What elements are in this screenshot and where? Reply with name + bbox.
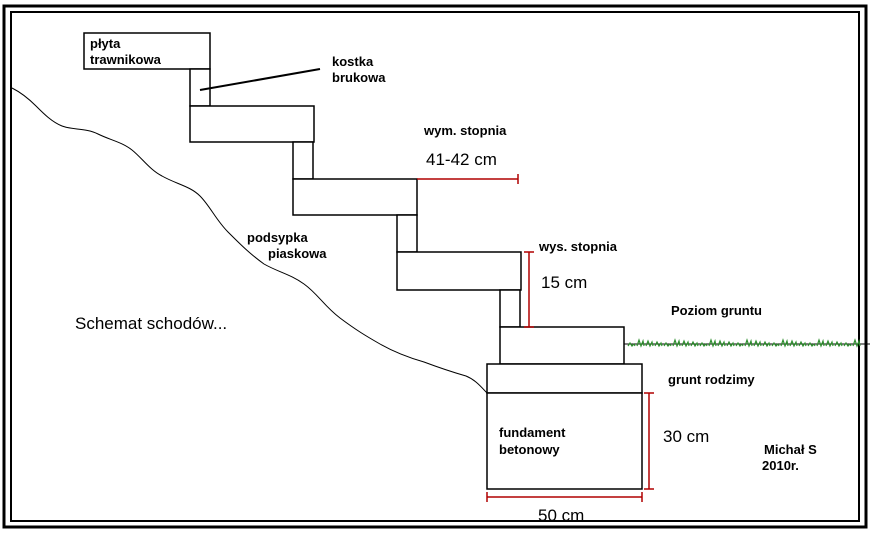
slope-line xyxy=(11,87,489,395)
label-fundament-2: betonowy xyxy=(499,442,560,457)
step-slab-2 xyxy=(292,178,418,216)
grass-tuft xyxy=(852,338,861,348)
step-slab-3 xyxy=(396,251,522,291)
label-poziom-gruntu: Poziom gruntu xyxy=(671,303,762,318)
grass-tuft xyxy=(771,341,780,347)
paving-cube-4 xyxy=(499,289,521,328)
grass-tuft xyxy=(636,338,645,348)
grass-tuft xyxy=(816,338,825,348)
grass-tuft xyxy=(663,341,672,347)
grass-tuft xyxy=(654,340,663,348)
grass-tuft xyxy=(672,338,681,348)
grass-tuft xyxy=(681,339,690,348)
grass-tuft xyxy=(834,340,843,348)
step-slab-1 xyxy=(189,105,315,143)
grass-tuft xyxy=(726,340,735,348)
paving-cube-2 xyxy=(292,141,314,180)
concrete-foundation xyxy=(486,392,643,490)
paving-cube-1 xyxy=(189,68,211,107)
grass-tuft xyxy=(690,340,699,348)
label-podsypka-2: piaskowa xyxy=(268,246,327,261)
frame xyxy=(2,4,868,529)
label-fundament-1: fundament xyxy=(499,425,566,440)
grass-tuft xyxy=(753,339,762,348)
grass-tuft xyxy=(708,338,717,348)
grass-tuft xyxy=(798,340,807,348)
label-year: 2010r. xyxy=(762,458,799,473)
grass-tuft xyxy=(645,339,654,348)
lawn-slab xyxy=(83,32,211,70)
label-wys-value: 15 cm xyxy=(541,273,587,292)
label-fund-height: 30 cm xyxy=(663,427,709,446)
native-soil-layer xyxy=(486,363,643,394)
kostka-leader xyxy=(199,68,321,91)
label-kostka-1: kostka xyxy=(332,54,374,69)
label-wys-stopnia: wys. stopnia xyxy=(538,239,618,254)
grass-tuft xyxy=(789,339,798,348)
grass-tuft xyxy=(717,339,726,348)
label-plyta-2: trawnikowa xyxy=(90,52,162,67)
grass-tuft xyxy=(825,339,834,348)
grass-tuft xyxy=(627,341,636,347)
label-grunt-rodzimy: grunt rodzimy xyxy=(668,372,755,387)
grass-tuft xyxy=(807,341,816,347)
grass-tuft xyxy=(699,341,708,347)
grass-tuft xyxy=(762,340,771,348)
label-plyta-1: płyta xyxy=(90,36,121,51)
grass-tuft xyxy=(735,341,744,347)
label-wym-stopnia: wym. stopnia xyxy=(423,123,507,138)
grass-tuft xyxy=(780,338,789,348)
grass xyxy=(627,338,861,348)
label-podsypka-1: podsypka xyxy=(247,230,308,245)
label-wym-value: 41-42 cm xyxy=(426,150,497,169)
dimension-lines xyxy=(417,174,654,502)
step-slab-4 xyxy=(499,326,625,365)
label-kostka-2: brukowa xyxy=(332,70,386,85)
label-fund-width: 50 cm xyxy=(538,506,584,525)
steps xyxy=(83,32,643,490)
grass-tuft xyxy=(744,338,753,348)
grass-tuft xyxy=(843,341,852,347)
label-author: Michał S xyxy=(764,442,817,457)
paving-cube-3 xyxy=(396,214,418,253)
diagram-title: Schemat schodów... xyxy=(75,314,227,333)
